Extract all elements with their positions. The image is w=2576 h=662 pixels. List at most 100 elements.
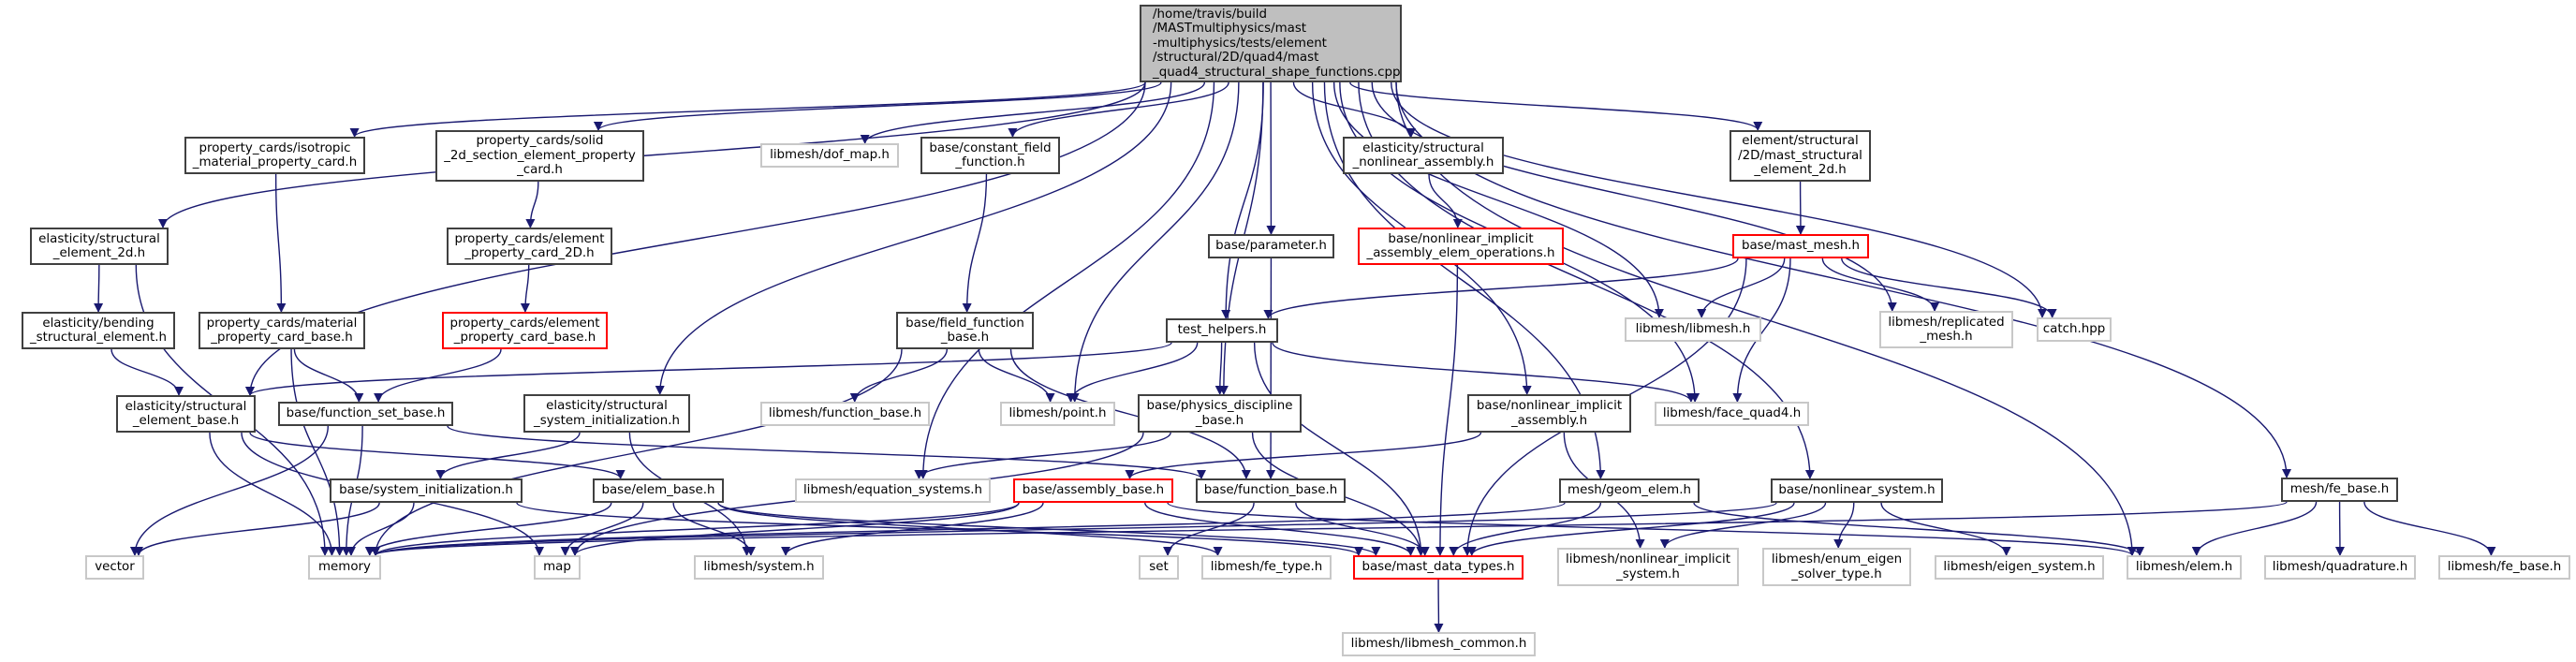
include-node-nliaeo[interactable]: base/nonlinear_implicit _assembly_elem_o… xyxy=(1358,228,1564,265)
edge-asmb-to-lsystem xyxy=(781,502,1044,556)
edge-geom-to-lelem xyxy=(1693,502,2144,556)
include-node-map[interactable]: map xyxy=(534,555,581,580)
include-node-epc2d[interactable]: property_cards/element _property_card_2D… xyxy=(447,228,612,265)
edge-mpcb-to-fsb xyxy=(293,348,364,403)
edge-elembase-to-memory xyxy=(364,502,612,556)
root-file-node[interactable]: /home/travis/build /MASTmultiphysics/mas… xyxy=(1140,5,1402,82)
include-node-eigsys[interactable]: libmesh/eigen_system.h xyxy=(1935,555,2104,580)
edge-epcb-to-fsb xyxy=(374,348,502,403)
include-node-asmb[interactable]: base/assembly_base.h xyxy=(1013,478,1173,503)
include-node-fsb[interactable]: base/function_set_base.h xyxy=(278,402,453,426)
include-node-eqsys[interactable]: libmesh/equation_systems.h xyxy=(795,478,991,503)
include-node-lelem[interactable]: libmesh/elem.h xyxy=(2127,555,2242,580)
include-node-quad4[interactable]: libmesh/face_quad4.h xyxy=(1655,402,1809,426)
node-label: base/field_function _base.h xyxy=(905,316,1024,346)
include-node-mastmesh[interactable]: base/mast_mesh.h xyxy=(1732,234,1869,258)
include-node-iso[interactable]: property_cards/isotropic _material_prope… xyxy=(184,137,365,174)
node-label: base/constant_field _function.h xyxy=(929,140,1052,170)
node-label: base/nonlinear_system.h xyxy=(1778,483,1936,498)
edge-seb-to-memory xyxy=(209,432,337,556)
include-node-sysinit[interactable]: base/system_initialization.h xyxy=(330,478,523,503)
include-node-febase[interactable]: mesh/fe_base.h xyxy=(2281,478,2398,502)
node-label: test_helpers.h xyxy=(1177,323,1267,338)
include-node-nlsys[interactable]: base/nonlinear_system.h xyxy=(1771,478,1943,503)
node-label: libmesh/fe_type.h xyxy=(1210,560,1323,575)
include-node-seb[interactable]: elasticity/structural _element_base.h xyxy=(116,395,256,433)
include-node-set[interactable]: set xyxy=(1139,555,1179,580)
edge-root-to-ms2d xyxy=(1349,81,1763,131)
node-label: set xyxy=(1149,560,1169,575)
edge-mastmesh-to-catch xyxy=(1841,257,2057,318)
edge-bending-to-seb xyxy=(110,348,184,396)
include-node-lsystem[interactable]: libmesh/system.h xyxy=(694,555,824,580)
include-node-eigent[interactable]: libmesh/enum_eigen _solver_type.h xyxy=(1762,548,1911,586)
include-node-memory[interactable]: memory xyxy=(308,555,381,580)
node-label: libmesh/replicated _mesh.h xyxy=(1888,315,2005,345)
include-node-solid[interactable]: property_cards/solid _2d_section_element… xyxy=(435,130,644,182)
include-node-point[interactable]: libmesh/point.h xyxy=(1000,402,1115,426)
include-node-mpcb[interactable]: property_cards/material _property_card_b… xyxy=(199,312,365,349)
edge-seb-to-elembase xyxy=(249,432,626,479)
edge-geom-to-mdt xyxy=(1449,502,1602,556)
include-node-repmesh[interactable]: libmesh/replicated _mesh.h xyxy=(1879,311,2013,348)
include-node-el2d[interactable]: elasticity/structural _element_2d.h xyxy=(30,228,169,265)
include-node-ssi[interactable]: elasticity/structural _system_initializa… xyxy=(523,394,690,433)
edge-root-to-catch xyxy=(1391,81,2047,318)
node-label: property_cards/element _property_card_2D… xyxy=(454,231,605,261)
edge-febase-to-memory xyxy=(371,501,2288,556)
edge-nlasm-to-nliaeo xyxy=(1428,173,1463,228)
include-node-param[interactable]: base/parameter.h xyxy=(1208,234,1334,258)
edge-constfield-to-ffb xyxy=(962,173,988,313)
node-label: property_cards/solid _2d_section_element… xyxy=(444,134,636,178)
include-node-fetype[interactable]: libmesh/fe_type.h xyxy=(1201,555,1332,580)
include-node-vector[interactable]: vector xyxy=(85,555,144,580)
include-node-geom[interactable]: mesh/geom_elem.h xyxy=(1559,478,1700,503)
include-node-common[interactable]: libmesh/libmesh_common.h xyxy=(1342,632,1536,656)
include-node-lfebase[interactable]: libmesh/fe_base.h xyxy=(2438,555,2570,580)
edge-asmb-to-map xyxy=(570,502,1020,556)
edge-asmb-to-lelem xyxy=(1167,502,2137,556)
edge-asmb-to-memory xyxy=(371,502,1020,556)
node-label: elasticity/structural _element_2d.h xyxy=(38,231,160,261)
include-node-elembase[interactable]: base/elem_base.h xyxy=(593,478,724,503)
edge-root-to-iso xyxy=(349,81,1146,138)
node-label: mesh/geom_elem.h xyxy=(1568,483,1691,498)
node-label: property_cards/element _property_card_ba… xyxy=(449,316,600,346)
include-node-funcb[interactable]: base/function_base.h xyxy=(1196,478,1346,503)
include-node-ffb[interactable]: base/field_function _base.h xyxy=(896,312,1034,349)
node-label: property_cards/isotropic _material_prope… xyxy=(192,140,358,170)
include-node-dofmap[interactable]: libmesh/dof_map.h xyxy=(760,143,899,168)
edge-root-to-point xyxy=(1069,81,1240,403)
include-node-catch[interactable]: catch.hpp xyxy=(2037,317,2112,342)
node-label: elasticity/structural _system_initializa… xyxy=(534,399,680,428)
include-node-testh[interactable]: test_helpers.h xyxy=(1166,318,1278,343)
include-node-nlia[interactable]: base/nonlinear_implicit _assembly.h xyxy=(1467,394,1631,433)
include-node-libmesh[interactable]: libmesh/libmesh.h xyxy=(1625,317,1761,342)
edge-solid-to-epc2d xyxy=(525,181,539,228)
include-node-lfb[interactable]: libmesh/function_base.h xyxy=(760,402,930,426)
node-label: libmesh/fe_base.h xyxy=(2447,560,2562,575)
edge-root-to-dofmap xyxy=(860,81,1206,144)
edge-root-to-eqsys xyxy=(918,81,1215,479)
include-node-constfield[interactable]: base/constant_field _function.h xyxy=(920,137,1060,174)
edge-mastmesh-to-libmesh xyxy=(1697,257,1786,318)
edge-epc2d-to-epcb xyxy=(520,264,530,313)
include-node-nlasm[interactable]: elasticity/structural _nonlinear_assembl… xyxy=(1343,137,1504,174)
edge-root-to-testh xyxy=(1221,81,1264,319)
include-node-lnis[interactable]: libmesh/nonlinear_implicit _system.h xyxy=(1557,548,1739,586)
include-node-quadr[interactable]: libmesh/quadrature.h xyxy=(2264,555,2416,580)
node-label: libmesh/elem.h xyxy=(2135,560,2233,575)
include-node-bending[interactable]: elasticity/bending _structural_element.h xyxy=(22,312,175,349)
node-label: elasticity/bending _structural_element.h xyxy=(29,316,168,346)
edge-nliaeo-to-mdt xyxy=(1435,264,1459,556)
include-node-mdt[interactable]: base/mast_data_types.h xyxy=(1353,555,1524,580)
edge-nlsys-to-lnis xyxy=(1659,502,1827,549)
node-label: base/nonlinear_implicit _assembly.h xyxy=(1476,399,1623,428)
edge-root-to-nlasm xyxy=(1292,81,1416,138)
edge-nlia-to-asmb xyxy=(1125,432,1482,479)
edge-root-to-libmesh xyxy=(1332,81,1664,318)
include-node-epcb[interactable]: property_cards/element _property_card_ba… xyxy=(442,312,608,349)
include-node-pdb[interactable]: base/physics_discipline _base.h xyxy=(1138,394,1302,433)
include-node-ms2d[interactable]: element/structural /2D/mast_structural _… xyxy=(1730,130,1871,182)
